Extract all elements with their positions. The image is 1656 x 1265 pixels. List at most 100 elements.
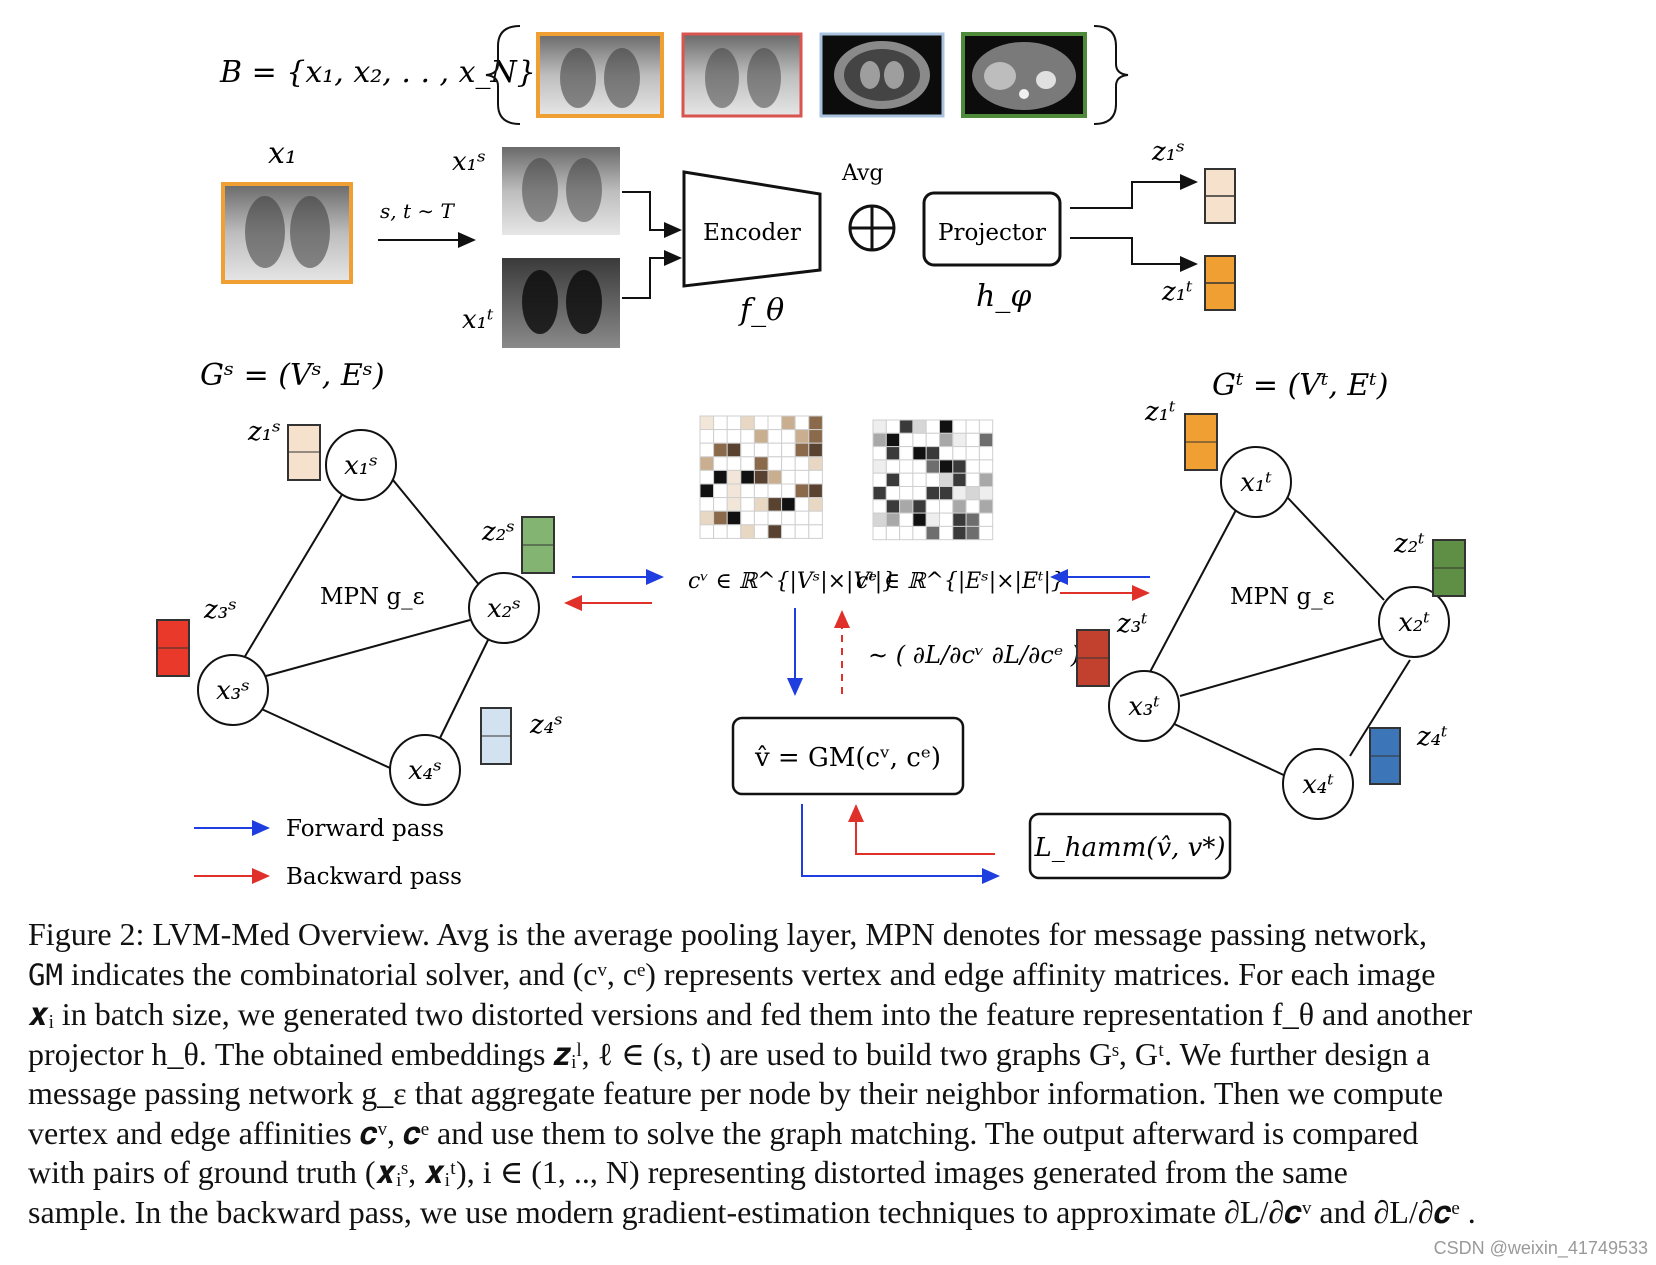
projector-label: Projector xyxy=(938,220,1046,246)
batch-image-brain-mri xyxy=(819,32,945,118)
matrix-cell xyxy=(740,483,755,499)
forward-arrow-to-loss xyxy=(801,804,1000,884)
matrix-cell xyxy=(978,512,994,527)
matrix-cell xyxy=(872,459,887,474)
matrix-cell xyxy=(713,442,728,458)
emb-t-label: z₁ᵗ xyxy=(1161,277,1193,307)
view-s-to-encoder-arrow xyxy=(622,191,682,238)
gradient-label: ∼ ( ∂L/∂cᵛ ∂L/∂cᵉ ) xyxy=(868,641,1080,669)
matrix-cell xyxy=(713,497,728,512)
matrix-cell xyxy=(912,512,927,527)
svg-text:z₂ᵗ: z₂ᵗ xyxy=(1393,529,1425,559)
graph-t-edges xyxy=(1149,497,1411,779)
matrix-cell xyxy=(925,525,941,541)
matrix-cell xyxy=(699,510,715,526)
caption-gm-token: GM xyxy=(28,957,63,992)
transform-label: s, t ∼ T xyxy=(380,199,455,223)
matrix-cell xyxy=(753,469,769,485)
svg-text:z₄ˢ: z₄ˢ xyxy=(529,710,563,740)
matrix-cell xyxy=(753,456,769,471)
graph-t-embedding-3: z₃ᵗ xyxy=(1076,609,1148,687)
graph-s-title: Gˢ = (Vˢ, Eˢ) xyxy=(200,358,385,393)
matrix-cell xyxy=(965,432,980,448)
matrix-cell xyxy=(740,524,755,539)
svg-text:x₁ˢ: x₁ˢ xyxy=(344,451,378,481)
matrix-cell xyxy=(713,415,728,431)
matrix-cell xyxy=(726,442,742,458)
batch-image-xray-2 xyxy=(681,32,803,118)
matrix-cell xyxy=(952,432,967,448)
svg-text:z₃ᵗ: z₃ᵗ xyxy=(1116,609,1148,639)
matrix-cell xyxy=(965,419,980,434)
matrix-cell xyxy=(952,499,967,514)
matrix-cell xyxy=(939,486,954,501)
view-s-label: x₁ˢ xyxy=(452,147,486,177)
matrix-cell xyxy=(713,429,728,444)
matrix-cell xyxy=(872,525,887,541)
matrix-cell xyxy=(740,442,755,458)
matrix-cell xyxy=(726,429,742,444)
matrix-cell xyxy=(899,419,914,434)
matrix-cell xyxy=(767,456,783,471)
matrix-cell xyxy=(899,486,914,501)
matrix-cell xyxy=(753,415,769,431)
graph-s-embedding-4: z₄ˢ xyxy=(480,707,563,765)
matrix-cell xyxy=(978,419,994,434)
graph-s-node-2: x₂ˢ xyxy=(468,572,540,644)
matrix-cell xyxy=(925,446,941,461)
matrix-cell xyxy=(699,456,715,471)
matrix-cell xyxy=(872,432,887,448)
matrix-cell xyxy=(885,499,901,514)
emb-s-label: z₁ˢ xyxy=(1151,137,1185,167)
matrix-cell xyxy=(794,510,810,526)
matrix-cell xyxy=(925,499,941,514)
matrix-cell xyxy=(699,415,715,431)
projector-block xyxy=(922,191,1062,267)
matrix-cell xyxy=(912,525,927,541)
matrix-cell xyxy=(952,486,967,501)
matrix-cell xyxy=(740,415,755,431)
matrix-cell xyxy=(899,472,914,488)
matrix-cell xyxy=(808,456,823,471)
matrix-cell xyxy=(885,472,901,488)
matrix-cell xyxy=(794,524,810,539)
matrix-cell xyxy=(925,432,941,448)
caption-line-4: projector h_θ. The obtained embeddings 𝒛… xyxy=(28,1035,1431,1072)
batch-image-xray-1 xyxy=(536,32,664,118)
matrix-cell xyxy=(885,432,901,448)
matrix-cell xyxy=(781,456,796,471)
sample-image-x1 xyxy=(221,182,353,284)
legend-forward-label: Forward pass xyxy=(286,816,444,842)
matrix-cell xyxy=(872,446,887,461)
vertex-affinity-matrix xyxy=(699,415,823,539)
matrix-cell xyxy=(885,446,901,461)
matrix-cell xyxy=(965,525,980,541)
embedding-z1t xyxy=(1204,255,1236,311)
matrix-cell xyxy=(740,510,755,526)
matrix-cell xyxy=(978,459,994,474)
matrix-cell xyxy=(753,510,769,526)
matrix-cell xyxy=(808,469,823,485)
matrix-cell xyxy=(781,429,796,444)
matrix-cell xyxy=(939,499,954,514)
backward-arrow-from-loss xyxy=(848,804,995,855)
matrix-cell xyxy=(978,525,994,541)
avg-label: Avg xyxy=(841,161,884,186)
matrix-cell xyxy=(699,469,715,485)
matrix-cell xyxy=(952,419,967,434)
svg-text:z₂ˢ: z₂ˢ xyxy=(481,517,515,547)
embedding-z1s xyxy=(1204,168,1236,224)
matrix-cell xyxy=(794,483,810,499)
matrix-cell xyxy=(781,442,796,458)
csdn-watermark: CSDN @weixin_41749533 xyxy=(1433,1238,1648,1258)
matrix-cell xyxy=(899,512,914,527)
matrix-cell xyxy=(753,442,769,458)
matrix-cell xyxy=(912,459,927,474)
legend-backward-label: Backward pass xyxy=(286,864,462,890)
graph-s-embedding-1: z₁ˢ xyxy=(247,417,321,481)
graph-s-mpn-label: MPN g_ε xyxy=(320,584,425,610)
graph-t-node-3: x₃ᵗ xyxy=(1108,670,1180,742)
svg-text:x₄ᵗ: x₄ᵗ xyxy=(1302,770,1334,800)
matrix-cell xyxy=(767,429,783,444)
matrix-cell xyxy=(781,524,796,539)
